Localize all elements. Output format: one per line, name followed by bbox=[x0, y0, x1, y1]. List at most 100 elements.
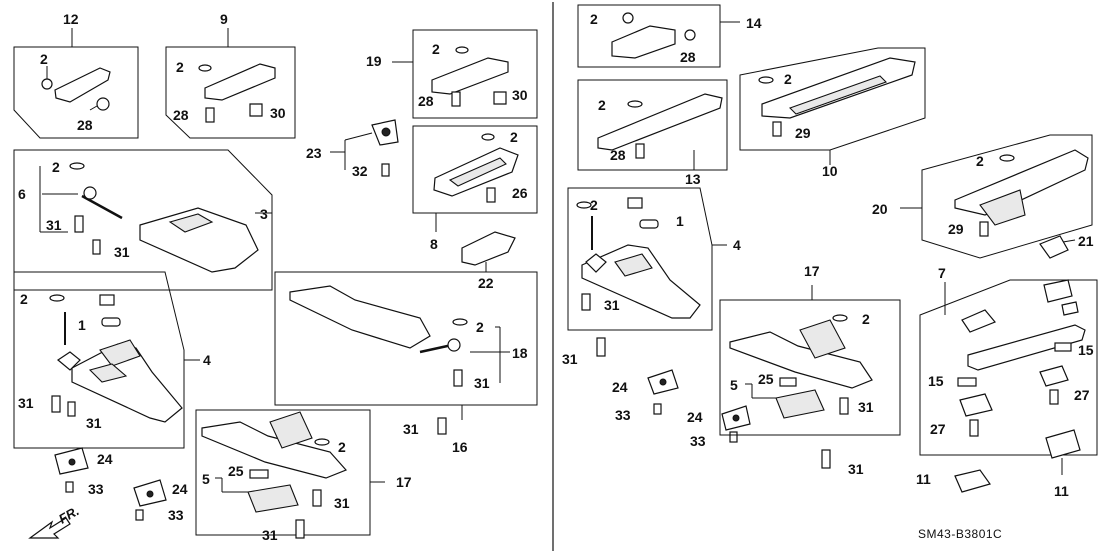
label-25: 25 bbox=[758, 371, 774, 387]
label-2: 2 bbox=[432, 41, 440, 57]
screw-31 bbox=[74, 215, 84, 233]
part-group-8 bbox=[412, 125, 538, 232]
screw-33 bbox=[65, 481, 74, 493]
pad-15 bbox=[1054, 342, 1072, 352]
label-31: 31 bbox=[114, 244, 130, 260]
cover-22 bbox=[461, 231, 516, 272]
label-28: 28 bbox=[77, 117, 93, 133]
clip-2 bbox=[627, 100, 643, 108]
label-18: 18 bbox=[512, 345, 528, 361]
sunvisor-17 bbox=[201, 421, 348, 479]
screw-28 bbox=[205, 107, 215, 123]
screw-31 bbox=[596, 337, 606, 357]
bulb-1 bbox=[101, 317, 121, 327]
clip-small bbox=[627, 197, 643, 209]
rail-20 bbox=[954, 149, 1089, 216]
label-3: 3 bbox=[260, 206, 268, 222]
clip-2 bbox=[455, 46, 469, 54]
label-32: 32 bbox=[352, 163, 368, 179]
label-2: 2 bbox=[40, 51, 48, 67]
clip-2 bbox=[314, 438, 330, 446]
label-20: 20 bbox=[872, 201, 888, 217]
label-24: 24 bbox=[97, 451, 113, 467]
screw-33 bbox=[135, 509, 144, 521]
part-group-3 bbox=[13, 149, 273, 291]
screw-31 bbox=[581, 293, 591, 311]
label-2: 2 bbox=[862, 311, 870, 327]
callout-labels: 12 2 28 9 2 28 30 19 2 28 30 23 32 2 26 … bbox=[18, 11, 1094, 543]
cap-11-b bbox=[1045, 429, 1081, 459]
part-group-16 bbox=[274, 271, 538, 420]
screw-32 bbox=[381, 163, 390, 177]
part-group-7 bbox=[919, 279, 1098, 456]
label-1: 1 bbox=[676, 213, 684, 229]
label-23: 23 bbox=[306, 145, 322, 161]
label-28: 28 bbox=[680, 49, 696, 65]
clip-7a bbox=[961, 309, 996, 333]
label-17: 17 bbox=[804, 263, 820, 279]
label-28: 28 bbox=[173, 107, 189, 123]
label-11: 11 bbox=[1054, 483, 1069, 499]
hook-23 bbox=[330, 119, 399, 177]
label-30: 30 bbox=[512, 87, 528, 103]
screw-28 bbox=[451, 91, 461, 107]
sunvisor-16 bbox=[289, 285, 431, 349]
screw-31 bbox=[92, 239, 101, 255]
label-27: 27 bbox=[930, 421, 946, 437]
diagram-code: SM43-B3801C bbox=[918, 527, 1002, 541]
bracket-14 bbox=[611, 25, 676, 59]
label-31: 31 bbox=[86, 415, 102, 431]
pad-15 bbox=[957, 377, 977, 387]
label-31: 31 bbox=[46, 217, 62, 233]
part-group-17-left bbox=[195, 409, 385, 536]
clip-2 bbox=[198, 64, 212, 72]
clip-2 bbox=[69, 162, 85, 170]
mirror-5 bbox=[775, 389, 825, 419]
part-group-12 bbox=[13, 28, 139, 139]
label-4: 4 bbox=[733, 237, 741, 253]
label-2: 2 bbox=[52, 159, 60, 175]
label-31: 31 bbox=[334, 495, 350, 511]
screw-27 bbox=[969, 419, 979, 437]
screw-29 bbox=[979, 221, 989, 237]
part-group-13 bbox=[577, 79, 728, 171]
label-22: 22 bbox=[478, 275, 494, 291]
sunvisor-4-right bbox=[581, 244, 701, 319]
screw-26 bbox=[486, 187, 496, 203]
part-group-10 bbox=[739, 47, 926, 165]
label-26: 26 bbox=[512, 185, 528, 201]
screw-33 bbox=[653, 403, 662, 415]
label-4: 4 bbox=[203, 352, 211, 368]
label-2: 2 bbox=[784, 71, 792, 87]
label-5: 5 bbox=[730, 377, 738, 393]
screw-31 bbox=[821, 449, 831, 469]
label-30: 30 bbox=[270, 105, 286, 121]
label-24: 24 bbox=[612, 379, 628, 395]
label-16: 16 bbox=[452, 439, 468, 455]
label-15: 15 bbox=[928, 373, 944, 389]
screw-31 bbox=[839, 397, 849, 415]
screw-28 bbox=[635, 143, 645, 159]
screw-27 bbox=[1049, 389, 1059, 405]
label-31: 31 bbox=[848, 461, 864, 477]
label-2: 2 bbox=[976, 153, 984, 169]
label-33: 33 bbox=[690, 433, 706, 449]
label-2: 2 bbox=[598, 97, 606, 113]
screw-31 bbox=[295, 519, 305, 539]
label-8: 8 bbox=[430, 236, 438, 252]
label-31: 31 bbox=[604, 297, 620, 313]
label-6: 6 bbox=[18, 186, 26, 202]
screw-28 bbox=[684, 29, 696, 41]
screw-29 bbox=[772, 121, 782, 137]
bracket-19 bbox=[431, 57, 509, 95]
clip-2 bbox=[452, 318, 468, 326]
label-12: 12 bbox=[63, 11, 79, 27]
screw-31 bbox=[67, 401, 76, 417]
part-group-4-right bbox=[567, 187, 727, 331]
bracket-12 bbox=[54, 67, 111, 103]
bracket-7 bbox=[967, 324, 1086, 371]
screw-31 bbox=[312, 489, 322, 507]
label-33: 33 bbox=[88, 481, 104, 497]
label-31: 31 bbox=[403, 421, 419, 437]
